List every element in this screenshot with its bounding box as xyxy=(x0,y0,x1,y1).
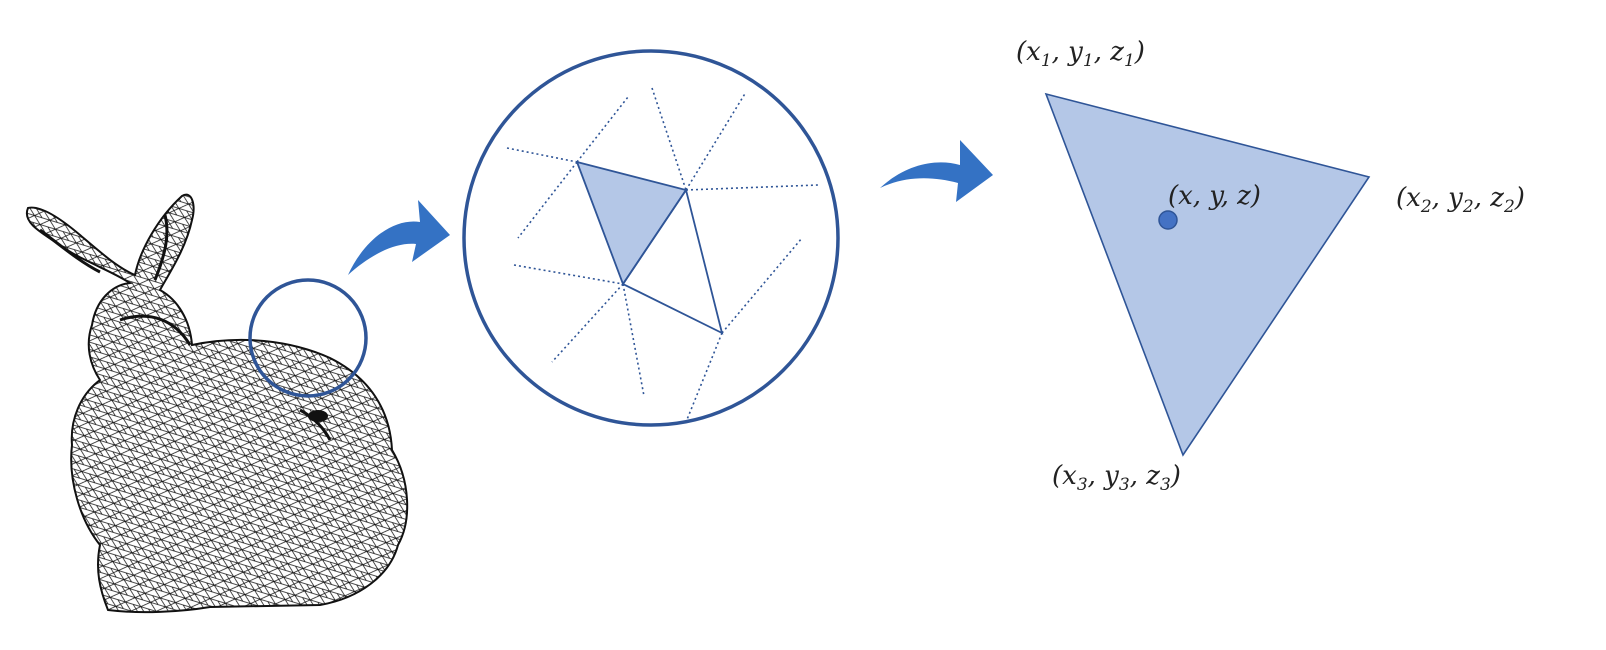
magnified-circle-outline xyxy=(462,49,840,427)
vertex-label-3: (x3, y3, z3) xyxy=(1052,461,1181,495)
zoom-region-circle xyxy=(248,278,368,398)
vertex-label-1: (x1, y1, z1) xyxy=(1016,37,1145,71)
magnified-mesh-circle xyxy=(462,49,840,427)
mesh-bunny-icon xyxy=(25,193,409,614)
large-triangle xyxy=(1044,92,1371,457)
adjacent-triangle xyxy=(621,187,724,335)
point-marker xyxy=(1158,210,1178,230)
vertex-label-2: (x2, y2, z2) xyxy=(1396,183,1525,217)
bunny-ear-detail xyxy=(39,214,332,441)
curved-arrow-icon xyxy=(348,200,450,275)
triangle-detail xyxy=(1044,92,1371,457)
point-label: (x, y, z) xyxy=(1168,181,1261,211)
highlighted-triangle xyxy=(575,160,688,286)
bunny-dark-spot xyxy=(308,410,328,422)
mesh-dotted-edges xyxy=(506,87,819,423)
curved-arrow-icon xyxy=(880,140,993,202)
